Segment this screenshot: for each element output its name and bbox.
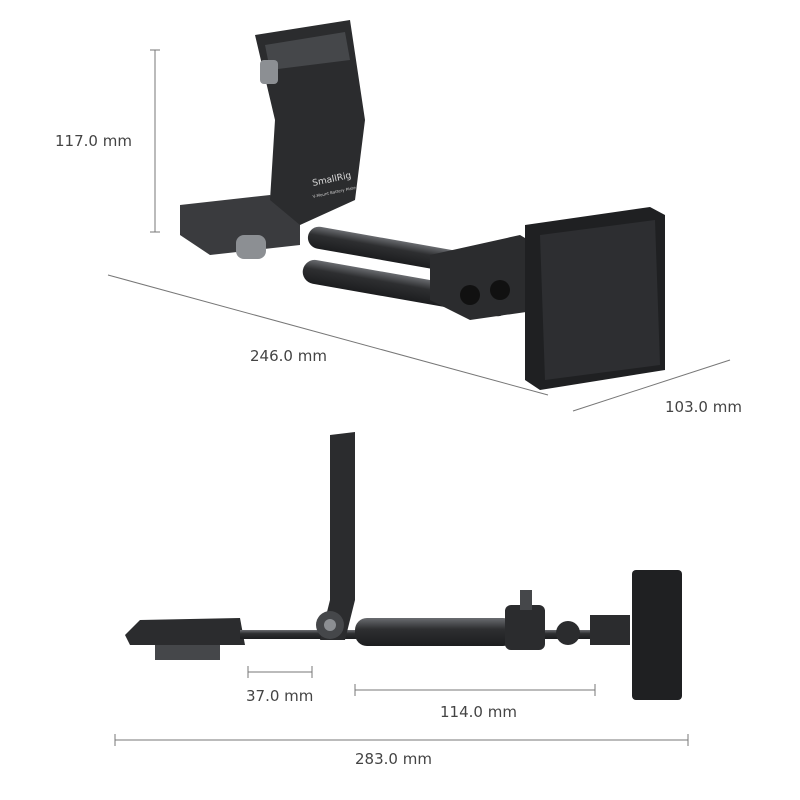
- width-dimension-label: 103.0 mm: [665, 398, 742, 416]
- product-side-view: [125, 432, 682, 700]
- height-dimension-label: 117.0 mm: [55, 132, 132, 150]
- rod-length-dimension-label: 114.0 mm: [440, 703, 517, 721]
- rod-offset-dimension-label: 37.0 mm: [246, 687, 314, 705]
- length-dimension-label: 246.0 mm: [250, 347, 327, 365]
- length-dimension-line: [107, 274, 549, 396]
- width-dimension-line: [572, 359, 731, 412]
- product-perspective-view: SmallRig V-Mount Battery Plate: [180, 20, 665, 390]
- dimension-lines: [107, 49, 731, 746]
- total-length-dimension-label: 283.0 mm: [355, 750, 432, 768]
